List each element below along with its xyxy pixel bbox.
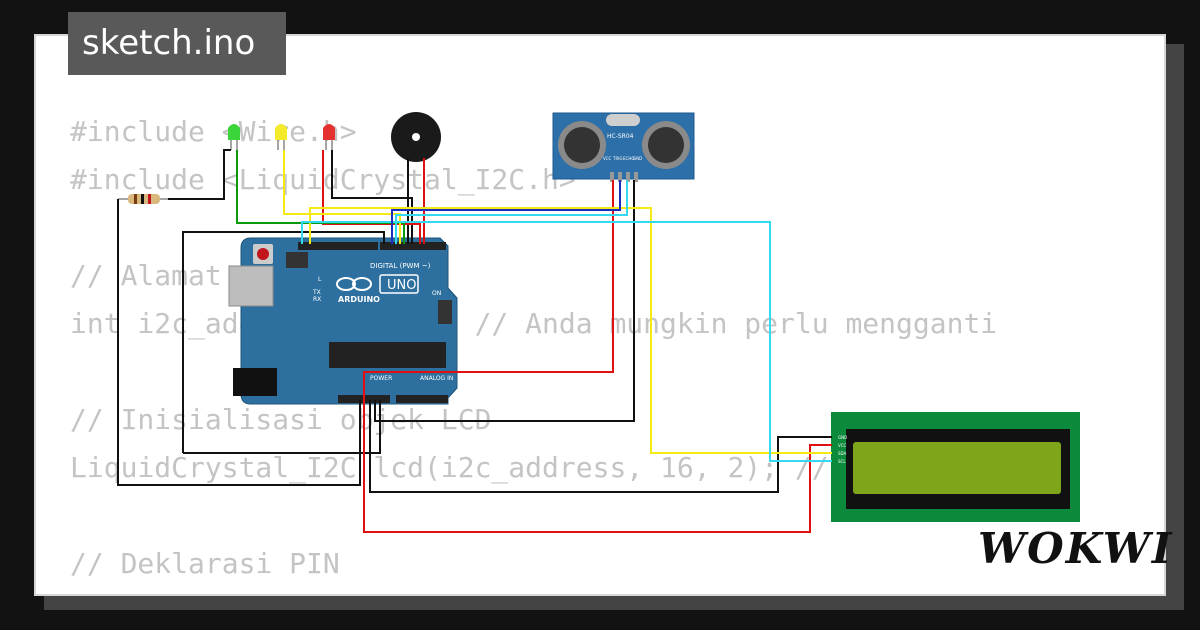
usb-port bbox=[228, 265, 274, 307]
code-line: #include <LiquidCrystal_I2C.h> bbox=[70, 163, 576, 196]
wire-black bbox=[369, 400, 832, 493]
wire-cyan bbox=[301, 221, 832, 462]
l-label: L bbox=[318, 276, 322, 283]
on-label: ON bbox=[432, 290, 441, 297]
green-led[interactable] bbox=[228, 124, 240, 150]
yellow-led[interactable] bbox=[275, 124, 287, 150]
wire-yellow bbox=[309, 207, 832, 454]
lcd-pin-label: SDA bbox=[838, 451, 847, 456]
digital-label: DIGITAL (PWM ~) bbox=[370, 262, 431, 270]
resistor[interactable] bbox=[118, 194, 168, 204]
sensor-pin-label: ECHO bbox=[623, 156, 634, 161]
lcd-screen bbox=[853, 442, 1061, 494]
wire-red bbox=[363, 400, 832, 533]
code-line: // Deklarasi PIN bbox=[70, 547, 340, 580]
tx-label: TX bbox=[312, 289, 321, 296]
lcd-pin-label: VCC bbox=[838, 443, 847, 448]
ultrasonic-sensor[interactable]: HC-SR04 VCC TRIG ECHO GND bbox=[552, 112, 695, 182]
buzzer[interactable] bbox=[391, 112, 441, 162]
wire-yellow bbox=[283, 150, 401, 244]
wire-black bbox=[117, 199, 361, 486]
analog-label: ANALOG IN bbox=[420, 375, 453, 382]
microcontroller-chip bbox=[329, 342, 446, 368]
board-model: UNO bbox=[387, 278, 416, 293]
wokwi-logo: WOKWI bbox=[978, 524, 1174, 573]
lcd-pin-label: SCL bbox=[838, 459, 846, 464]
rx-label: RX bbox=[313, 296, 321, 303]
lcd-display-module[interactable]: GND VCC SDA SCL bbox=[831, 412, 1080, 522]
wire-black bbox=[183, 400, 381, 454]
sensor-pin-label: TRIG bbox=[612, 156, 623, 161]
sensor-pin-label: VCC bbox=[603, 156, 612, 161]
lcd-pin-label: GND bbox=[838, 435, 847, 440]
wire-black bbox=[374, 180, 635, 422]
code-line: // Inisialisasi objek LCD bbox=[70, 403, 492, 436]
wires bbox=[117, 149, 832, 533]
wire-blue bbox=[391, 180, 621, 244]
code-preview: #include <Wire.h>#include <LiquidCrystal… bbox=[70, 108, 997, 594]
power-label: POWER bbox=[370, 375, 392, 382]
analog-header bbox=[396, 395, 448, 403]
wire-black bbox=[168, 149, 231, 200]
sensor-label: HC-SR04 bbox=[607, 133, 634, 140]
reset-button[interactable] bbox=[257, 248, 269, 260]
power-jack bbox=[233, 368, 277, 396]
digital-header-right bbox=[380, 242, 446, 250]
arduino-uno-board[interactable]: DIGITAL (PWM ~) UNO ARDUINO TX RX L ON P… bbox=[228, 237, 458, 405]
file-tab[interactable]: sketch.ino bbox=[68, 12, 286, 75]
digital-header-left bbox=[298, 242, 378, 250]
wire-cyan bbox=[395, 180, 628, 244]
wire-red bbox=[363, 180, 614, 400]
wire-black bbox=[182, 231, 385, 453]
board-logo: ARDUINO bbox=[338, 295, 380, 304]
red-led[interactable] bbox=[323, 124, 335, 150]
sensor-pin-label: GND bbox=[633, 156, 642, 161]
